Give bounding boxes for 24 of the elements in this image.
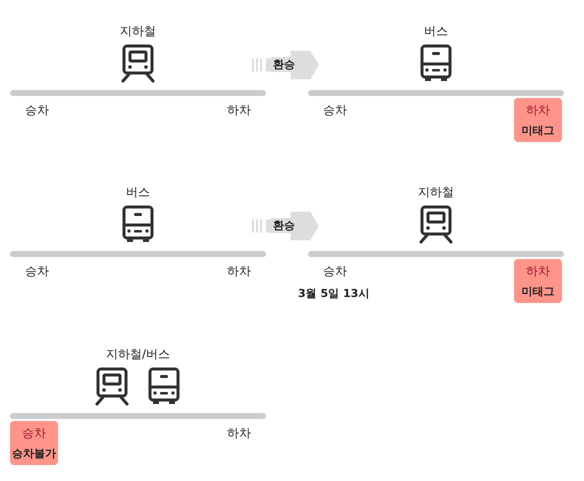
stop-label: 승차 [24,102,50,119]
alert-badge [514,259,562,303]
status-label: 미태그 [520,123,556,138]
stop-label: 하차 [226,263,252,280]
stop-label: 하차 [525,263,551,280]
time-label: 3월 5일 13시 [298,286,370,301]
status-label: 승차불가 [11,446,57,461]
stop-label: 하차 [226,425,252,442]
stop-label: 승차 [24,263,50,280]
mode-title: 버스 [423,23,449,40]
mode-title: 지하철/버스 [104,346,172,363]
stop-label: 승차 [322,102,348,119]
edge-label: 환승 [271,218,297,233]
stop-label: 하차 [525,102,551,119]
mode-title: 지하철 [417,184,455,201]
status-label: 미태그 [520,284,556,299]
edge-label: 환승 [271,57,297,72]
stop-label: 승차 [21,425,47,442]
alert-badge [514,98,562,142]
stop-label: 하차 [226,102,252,119]
alert-badge [10,421,58,465]
mode-title: 버스 [125,184,151,201]
mode-title: 지하철 [119,23,157,40]
stop-label: 승차 [322,263,348,280]
